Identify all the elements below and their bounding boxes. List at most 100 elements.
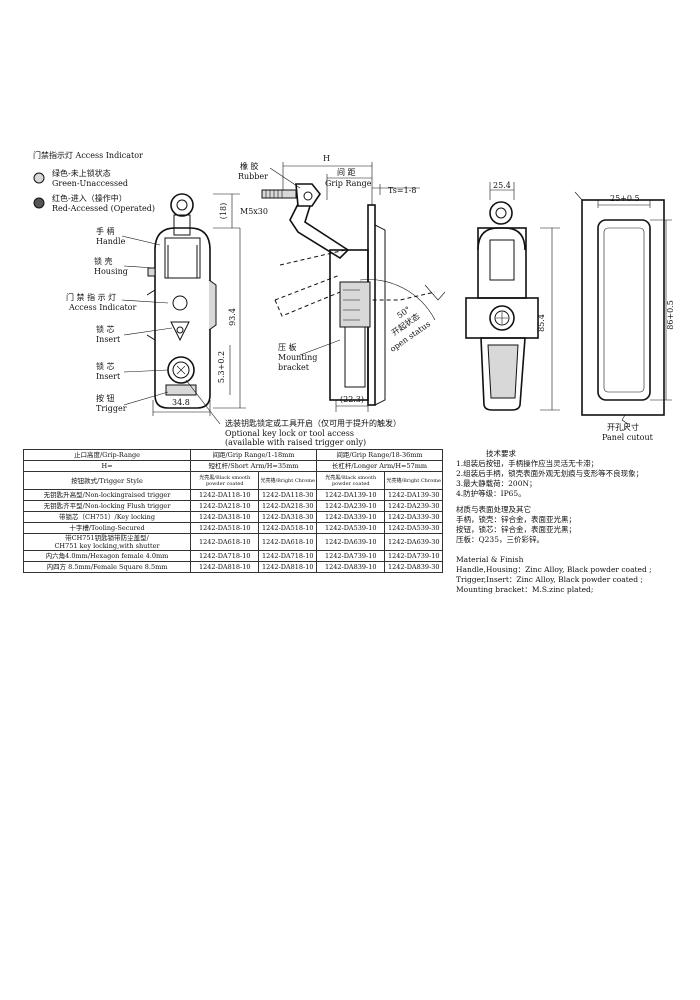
row-label: 内六角4.0mm/Hexagon female 4.0mm [23, 550, 191, 562]
trigger-label-en: Trigger [96, 404, 127, 413]
row-label: 十字槽/Tooling-Secured [23, 522, 191, 534]
part-number-cell: 1242-DA618-10 [189, 533, 260, 551]
part-number-cell: 1242-DA818-10 [258, 561, 317, 573]
material-en-item: Mounting bracket：M.S.zinc plated; [456, 585, 594, 594]
green-label-cn: 绿色-未上锁状态 [52, 169, 111, 178]
part-number-cell: 1242-DA339-10 [315, 511, 386, 523]
panel-label-cn: 开孔尺寸 [607, 423, 639, 432]
housing-label-cn: 锁 壳 [94, 257, 113, 266]
row-label: 无钥匙升高型/Non-lockingraised trigger [23, 489, 191, 501]
handle-label-cn: 手 柄 [96, 227, 115, 236]
back-view [465, 182, 560, 411]
back-dim-85: 85.4 [536, 314, 546, 332]
red-label-cn: 红色-进入（操作中） [52, 194, 127, 203]
panel-dim-86: 86+0.5 [665, 300, 675, 330]
part-number-cell: 1242-DA539-30 [384, 522, 443, 534]
grip-range-cn: 间 距 [337, 168, 356, 177]
requirements-title: 技术要求 [486, 449, 516, 458]
part-number-cell: 1242-DA139-30 [384, 489, 443, 501]
short-grip-header: 间距/Grip Range/1-18mm [190, 449, 317, 461]
dim-18: (18) [219, 202, 229, 220]
part-number-cell: 1242-DA639-30 [384, 533, 443, 551]
housing-label-en: Housing [94, 267, 128, 276]
part-number-cell: 1242-DA518-10 [258, 522, 317, 534]
part-number-cell: 1242-DA118-30 [258, 489, 317, 501]
part-number-cell: 1242-DA318-30 [258, 511, 317, 523]
row-label-line: 带CH751钥匙锁带防尘盖型/ [65, 534, 149, 543]
panel-label-en: Panel cutout [602, 433, 653, 442]
part-number-cell: 1242-DA239-10 [315, 500, 386, 512]
part-number-cell: 1242-DA239-30 [384, 500, 443, 512]
finish-chrome-1: 光亮铬/Bright Chrome [258, 471, 317, 490]
part-number-cell: 1242-DA539-10 [315, 522, 386, 534]
technical-requirements: 技术要求 1.组装后按钮，手柄操作应当灵活无卡滞； 2.组装后手柄，锁壳表面外观… [456, 449, 652, 595]
side-view [261, 162, 446, 412]
trigger-label-cn: 按 钮 [96, 394, 115, 403]
material-cn-item: 按钮，锁芯：锌合金，表面亚光黑； [456, 525, 576, 534]
part-number-cell: 1242-DA839-10 [315, 561, 386, 573]
part-number-cell: 1242-DA518-10 [189, 522, 260, 534]
part-number-cell: 1242-DA718-10 [189, 550, 260, 562]
short-arm-header: 短杠杆/Short Arm/H=35mm [190, 460, 317, 472]
table-row: 无钥匙升高型/Non-lockingraised trigger 1242-DA1… [23, 489, 443, 501]
panel-dim-25: 25+0.5 [610, 194, 640, 203]
dim-h: H [323, 154, 330, 163]
grip-range-en: Grip Range [325, 179, 372, 188]
front-view [121, 193, 246, 416]
h-header: H= [23, 460, 191, 472]
bracket-label-cn: 压 板 [278, 343, 297, 352]
handle-label-en: Handle [96, 237, 126, 246]
row-label: 内四方 8.5mm/Female Square 8.5mm [23, 561, 191, 573]
insert1-label-en: Insert [96, 335, 121, 344]
finish-black-2: 光亮黑/Black smooth powder coated [315, 471, 386, 490]
requirement-item: 1.组装后按钮，手柄操作应当灵活无卡滞； [456, 459, 599, 468]
part-number-cell: 1242-DA218-30 [258, 500, 317, 512]
requirement-item: 2.组装后手柄，锁壳表面外观无划痕与变形等不良现象； [456, 469, 644, 478]
material-cn-item: 手柄，锁壳：锌合金，表面亚光黑； [456, 515, 576, 524]
row-label: 无钥匙齐平型/Non-locking Flush trigger [23, 500, 191, 512]
dim-34: 34.8 [172, 398, 190, 407]
ts-range: Ts=1-8 [388, 186, 417, 195]
row-label: 带CH751钥匙锁带防尘盖型/CH751 key locking,with sh… [23, 533, 191, 551]
material-title-en: Material & Finish [456, 555, 524, 564]
rubber-label-en: Rubber [238, 172, 268, 181]
insert2-label-cn: 锁 芯 [96, 362, 115, 371]
dim-22-3: (22.3) [340, 395, 365, 404]
grip-header: 止口高度/Grip-Range [23, 449, 191, 461]
requirement-item: 3.最大静载荷：200N； [456, 479, 537, 488]
material-cn-item: 压板：Q235，三价彩锌。 [456, 535, 544, 544]
indicator-label-cn: 门 禁 指 示 灯 [66, 293, 117, 302]
screw-label: M5x30 [240, 207, 268, 216]
part-number-cell: 1242-DA339-30 [384, 511, 443, 523]
material-en-item: Handle,Housing：Zinc Alloy, Black powder … [456, 565, 652, 574]
insert1-label-cn: 锁 芯 [96, 325, 115, 334]
part-number-cell: 1242-DA818-10 [189, 561, 260, 573]
material-en-item: Trigger,Insert：Zinc Alloy, Black powder … [456, 575, 643, 584]
green-label-en: Green-Unaccessed [52, 179, 128, 188]
rubber-label-cn: 橡 胶 [240, 162, 259, 171]
note-en1: Optional key lock or tool access [225, 429, 354, 438]
requirement-item: 4.防护等级：IP65。 [456, 489, 526, 498]
red-indicator-dot [33, 197, 45, 209]
indicator-label-en: Access Indicator [69, 303, 137, 312]
part-number-cell: 1242-DA139-10 [315, 489, 386, 501]
dim-5-3: 5.3+0.2 [217, 350, 227, 384]
table-row: 带CH751钥匙锁带防尘盖型/CH751 key locking,with sh… [23, 533, 443, 551]
part-number-table: 止口高度/Grip-Range 间距/Grip Range/1-18mm 间距/… [23, 449, 443, 573]
row-label-line: CH751 key locking,with shutter [54, 542, 160, 550]
bracket-label-en2: bracket [278, 363, 309, 372]
panel-cutout [574, 191, 672, 431]
red-label-en: Red-Accessed (Operated) [52, 204, 155, 213]
insert2-label-en: Insert [96, 372, 121, 381]
finish-chrome-2: 光亮铬/Bright Chrome [384, 471, 443, 490]
note-en2: (available with raised trigger only) [225, 438, 367, 447]
back-dim-25: 25.4 [493, 181, 511, 190]
long-grip-header: 间距/Grip Range/18-36mm [316, 449, 443, 461]
part-number-cell: 1242-DA839-30 [384, 561, 443, 573]
part-number-cell: 1242-DA718-10 [258, 550, 317, 562]
part-number-cell: 1242-DA639-10 [315, 533, 386, 551]
part-number-cell: 1242-DA218-10 [189, 500, 260, 512]
